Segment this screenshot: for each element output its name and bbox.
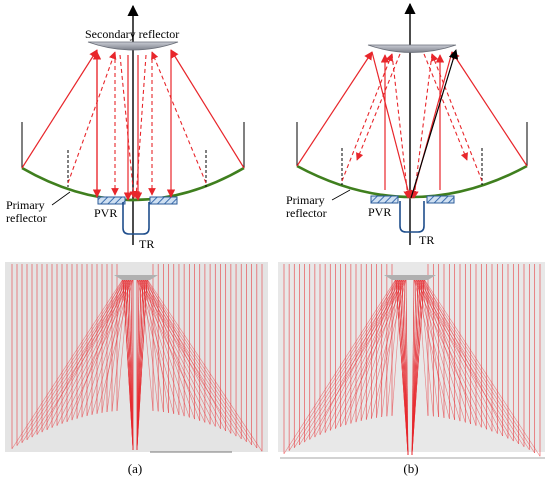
trace-ray [294,278,401,448]
rays-panel-a [21,49,245,201]
tr-label: TR [419,233,434,247]
raytrace-rays-b [283,264,541,457]
trace-ray [350,278,399,424]
primary-reflector [296,122,528,199]
pvr-left [370,195,399,204]
trace-ray [21,278,128,443]
primary-reflector-leader [331,189,351,201]
primary-reflector [21,122,245,202]
trace-ray [423,278,509,439]
trace-ray [140,278,247,442]
trace-ray [142,278,252,445]
trace-ray [146,278,169,413]
trace-ray [421,278,503,437]
trace-ray [144,278,164,413]
trace-ray [101,278,124,413]
secondary-reflector-label: Secondary reflector [85,27,179,41]
trace-ray [116,278,130,411]
panel-a-schematic: Secondary reflector Primary reflector PV… [6,4,245,251]
raytrace-panel-b [278,262,545,459]
trace-ray [419,278,434,417]
pvr-label: PVR [368,205,391,219]
trace-ray [126,278,134,451]
rays-panel-b [296,51,528,199]
thermal-receiver [122,202,150,235]
trace-ray [146,278,263,452]
trace-ray [399,278,409,456]
trace-ray [386,278,401,417]
trace-ray [106,278,126,413]
trace-ray [395,278,409,456]
tracking-ray [410,49,459,199]
trace-ray [411,278,421,456]
primary-reflector-label-2: reflector [6,211,47,225]
pvr-left [97,196,126,205]
primary-reflector-label-1: Primary [6,198,45,212]
trace-ray [288,278,399,451]
trace-ray [423,278,477,426]
thermal-receiver [399,201,425,233]
trace-ray [403,278,409,456]
trace-ray [411,278,425,456]
primary-reflector-leader [51,191,71,206]
trace-ray [136,278,148,451]
trace-ray [146,278,232,434]
trace-ray [421,278,471,425]
trace-ray [324,278,401,433]
trace-ray [411,278,419,456]
trace-ray [411,278,417,456]
trace-ray [111,278,128,412]
pvr-right [149,196,178,205]
trace-ray [11,278,124,449]
trace-ray [319,278,399,435]
trace-ray [421,278,439,418]
trace-ray [391,278,403,416]
caption-b: (b) [403,461,418,476]
trace-ray [142,278,221,429]
trace-ray [417,278,429,416]
pvr-label: PVR [94,206,117,220]
trace-ray [381,278,399,417]
trace-ray [314,278,397,438]
raytrace-secondary-b [384,275,436,280]
raytrace-panel-a [5,262,268,453]
tr-label: TR [139,237,154,251]
trace-ray [421,278,535,454]
caption-a: (a) [128,461,142,476]
primary-reflector-label-1: Primary [286,193,325,207]
raytrace-secondary-a [114,275,158,280]
trace-ray [345,278,397,426]
panel-b-schematic: Primary reflector PVR TR [286,2,528,247]
trace-ray [423,278,445,418]
primary-reflector-label-2: reflector [286,206,327,220]
trace-ray [140,278,154,411]
trace-ray [401,278,409,456]
trace-ray [419,278,530,450]
trace-ray [128,278,134,451]
trace-ray [136,278,140,451]
trace-ray [136,278,142,451]
trace-ray [283,278,397,454]
trace-ray [146,278,200,421]
raytrace-rays-a [11,264,263,452]
trace-ray [136,278,144,451]
trace-ray [142,278,159,412]
trace-ray [405,278,409,456]
trace-ray [122,278,134,451]
trace-ray [71,278,124,421]
pvr-right [426,195,455,204]
trace-ray [130,278,134,451]
trace-ray [411,278,415,456]
trace-ray [51,278,128,428]
trace-ray [41,278,124,433]
secondary-reflector [87,41,179,51]
trace-ray [423,278,541,457]
trace-ray [376,278,397,418]
secondary-reflector [367,44,457,53]
